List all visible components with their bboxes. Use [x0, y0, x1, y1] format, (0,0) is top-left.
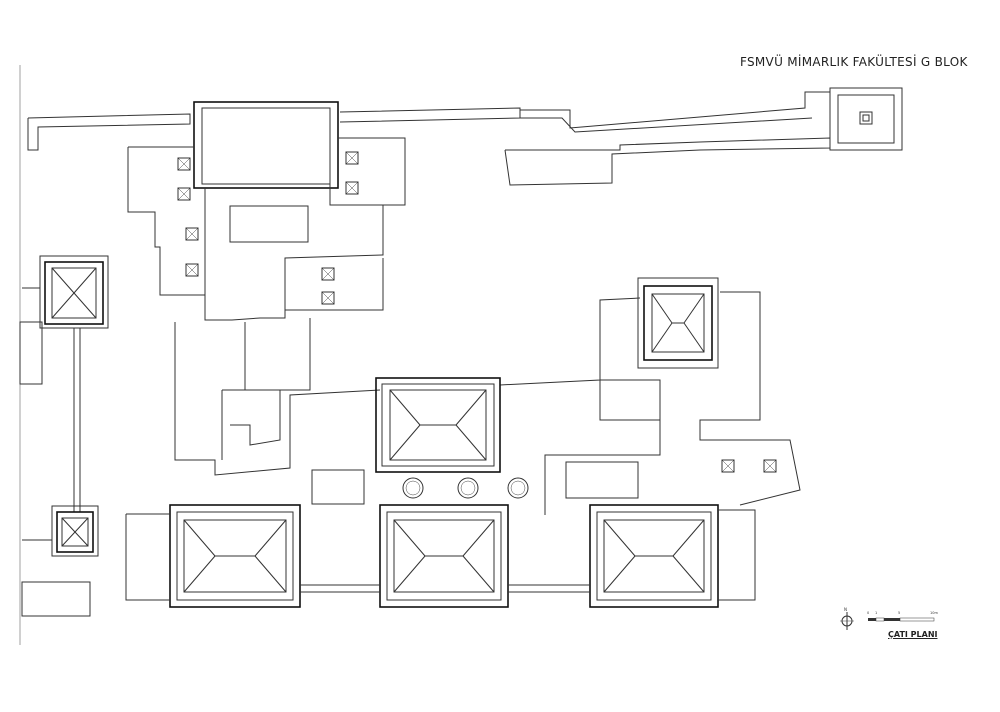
hip-roof-west-tower — [19, 255, 109, 513]
drawing-title: FSMVÜ MİMARLIK FAKÜLTESİ G BLOK — [740, 55, 968, 69]
scale-label-0: 0 — [867, 611, 869, 615]
stair-skylight-west — [311, 469, 365, 505]
north-tower-skylight — [859, 111, 873, 125]
roof-vents — [177, 151, 777, 473]
north-tower-outer — [829, 87, 903, 151]
hip-roof-southwest-small — [21, 505, 99, 617]
scale-bar: 0 1 5 10m — [867, 611, 938, 622]
stair-skylight-east — [565, 461, 639, 499]
middle-building-walls — [174, 291, 801, 515]
north-arrow-label: N — [844, 607, 847, 612]
hip-roof-south-west — [169, 504, 301, 608]
scale-label-10m: 10m — [930, 611, 938, 615]
south-connecting-walls — [125, 509, 756, 601]
hip-roof-center — [375, 377, 501, 473]
central-north-hatched-roof — [193, 101, 339, 189]
upper-building-walls — [127, 137, 406, 321]
drawing-subtitle: ÇATI PLANI — [888, 630, 938, 639]
hip-roof-east-tower — [637, 277, 719, 369]
scale-label-1: 1 — [875, 611, 877, 615]
north-corridor-wall — [27, 87, 903, 151]
east-corridor — [504, 137, 831, 186]
hip-roof-south-east — [589, 504, 719, 608]
north-arrow: N — [840, 607, 854, 630]
stair-skylight-north — [229, 205, 309, 243]
round-skylights — [402, 477, 529, 499]
hip-roof-south-center — [379, 504, 509, 608]
scale-label-5: 5 — [898, 611, 900, 615]
